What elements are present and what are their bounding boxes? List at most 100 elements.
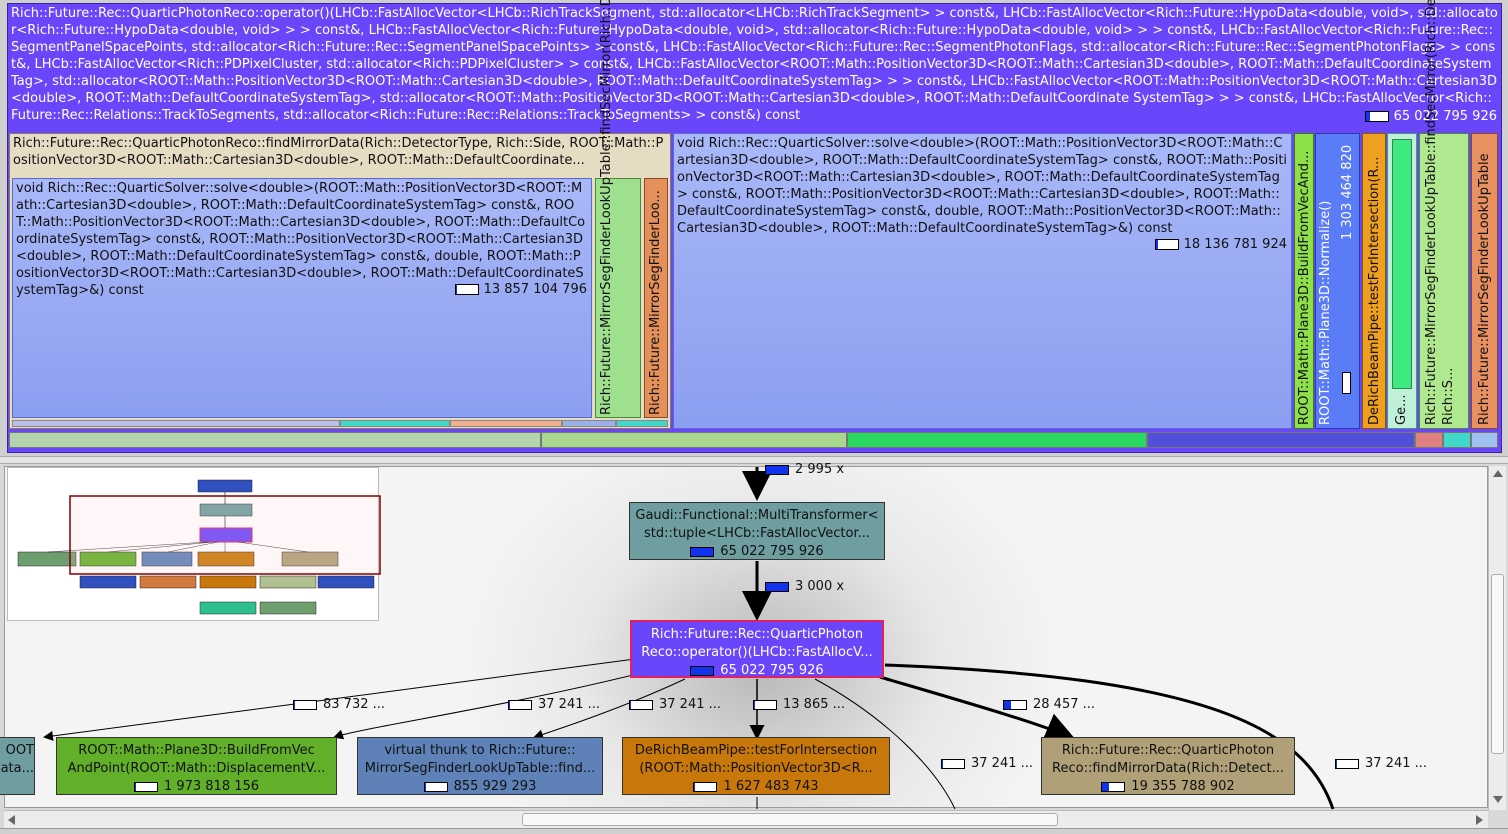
callee-node-plane-build[interactable]: ROOT::Math::Plane3D::BuildFromVec AndPoi…: [56, 737, 337, 795]
treemap-seg-finder-green2-label: Rich::Future::MirrorSegFinderLookUpTable…: [1424, 0, 1456, 425]
treemap-plane-build-label: ROOT::Math::Plane3D::BuildFromVecAnd...: [1297, 150, 1312, 425]
scroll-down-arrow-icon[interactable]: [1493, 796, 1503, 803]
edge-label: 37 241 ...: [941, 756, 1033, 771]
cost-bar-icon: [1342, 372, 1351, 394]
cost-bar-icon: [1364, 111, 1389, 122]
edge-label: 83 732 ...: [293, 697, 385, 712]
node-cost: 19 355 788 902: [1042, 778, 1294, 796]
treemap-strip: [12, 420, 340, 427]
treemap-ge-block[interactable]: Ge...: [1387, 133, 1417, 429]
node-label-line1: Rich::Future::Rec::QuarticPhoton: [1061, 743, 1275, 758]
node-label-line1: OOT: [5, 743, 34, 758]
callgraph-horizontal-scrollbar[interactable]: [4, 810, 1488, 828]
bottom-tab-bar: [0, 828, 1508, 834]
treemap-seg-finder-green-block[interactable]: Rich::Future::MirrorSegFinderLookUpTable…: [595, 0, 641, 418]
edge-bar-icon: [765, 581, 789, 592]
edge-label: 13 865 ...: [753, 697, 845, 712]
minimap-graph: [17, 479, 381, 615]
callgraph-vertical-scrollbar[interactable]: [1488, 466, 1506, 810]
edge-label: 37 241 ...: [629, 697, 721, 712]
treemap-solve-left-block[interactable]: void Rich::Rec::QuarticSolver::solve<dou…: [12, 178, 592, 418]
treemap-strip: [1443, 432, 1471, 448]
treemap-strip: [562, 420, 616, 427]
partial-node[interactable]: OOT ata...: [0, 737, 35, 795]
treemap-solve-right-label: void Rich::Rec::QuarticSolver::solve<dou…: [677, 136, 1288, 236]
node-label-line2: Reco::operator()(LHCb::FastAllocV...: [641, 645, 873, 660]
treemap-plane-normalize-block[interactable]: ROOT::Math::Plane3D::Normalize() 1 303 4…: [1315, 133, 1360, 429]
node-cost: 855 929 293: [358, 778, 602, 796]
scrollbar-thumb[interactable]: [522, 813, 1058, 826]
treemap-strip: [9, 432, 541, 448]
node-label-line2: (ROOT::Math::PositionVector3D<R...: [639, 761, 873, 776]
callee-node-beampipe[interactable]: DeRichBeamPipe::testForIntersection (ROO…: [622, 737, 890, 795]
node-cost: 1 973 818 156: [57, 778, 336, 796]
scroll-up-arrow-icon[interactable]: [1493, 470, 1503, 477]
edge-bar-icon: [508, 699, 532, 710]
edge-bar-icon: [1003, 699, 1027, 710]
main-node[interactable]: Rich::Future::Rec::QuarticPhoton Reco::o…: [630, 620, 884, 678]
callgraph-pane[interactable]: 2 995 x 3 000 x 83 732 ... 37 241 ... 37…: [0, 462, 1488, 810]
cost-bar-icon: [1154, 239, 1179, 250]
edge-5: [879, 675, 1076, 742]
edge-1: [43, 658, 636, 741]
node-label-line2: MirrorSegFinderLookUpTable::find...: [364, 761, 596, 776]
treemap-ge-label: Ge...: [1394, 394, 1409, 425]
treemap-root-cost: 65 022 795 926: [1364, 108, 1497, 125]
pane-splitter[interactable]: [0, 456, 1508, 464]
treemap-seg-finder-orange-block[interactable]: Rich::Future::MirrorSegFinderLoo...: [644, 178, 668, 418]
treemap-plane-normalize-cost: 1 303 464 820: [1340, 144, 1355, 240]
node-label-line1: Rich::Future::Rec::QuarticPhoton: [650, 627, 864, 642]
scroll-left-arrow-icon[interactable]: [8, 815, 15, 825]
edge-bar-icon: [941, 758, 965, 769]
callgraph-edges: [43, 467, 1335, 810]
node-label-line1: DeRichBeamPipe::testForIntersection: [634, 743, 878, 758]
cost-bar-icon: [454, 284, 479, 295]
edge-label: 28 457 ...: [1003, 697, 1095, 712]
treemap-strip: [616, 420, 668, 427]
treemap-strip: [450, 420, 562, 427]
treemap-ge-inner: [1392, 139, 1412, 389]
treemap-beampipe-block[interactable]: DeRichBeamPipe::testForIntersection(R...: [1362, 133, 1386, 429]
cost-bar-icon: [1101, 781, 1126, 792]
edge-7: [884, 663, 1335, 810]
edge-6: [814, 678, 956, 810]
node-cost: 65 022 795 926: [630, 543, 884, 561]
treemap-plane-normalize-label: ROOT::Math::Plane3D::Normalize(): [1318, 200, 1333, 425]
treemap-strip: [1147, 432, 1415, 448]
treemap-seg-finder-orange-label: Rich::Future::MirrorSegFinderLoo...: [648, 190, 663, 415]
edge-label-mid: 3 000 x: [765, 579, 844, 594]
callee-node-seg-finder[interactable]: virtual thunk to Rich::Future:: MirrorSe…: [357, 737, 603, 795]
scrollbar-thumb[interactable]: [1491, 574, 1504, 754]
caller-node[interactable]: Gaudi::Functional::MultiTransformer< std…: [629, 502, 885, 560]
node-label-line1: Gaudi::Functional::MultiTransformer<: [635, 508, 879, 523]
treemap-solve-left-cost: 13 857 104 796: [454, 281, 587, 298]
treemap-beampipe-label: DeRichBeamPipe::testForIntersection(R...: [1367, 156, 1382, 425]
node-label-line2: AndPoint(ROOT::Math::DisplacementV...: [67, 761, 326, 776]
edge-label: 37 241 ...: [1335, 756, 1427, 771]
treemap-seg-finder-orange2-label: Rich::Future::MirrorSegFinderLookUpTable: [1477, 153, 1492, 425]
node-cost: 1 627 483 743: [623, 778, 889, 796]
treemap-find-mirror-label: Rich::Future::Rec::QuarticPhotonReco::fi…: [13, 136, 664, 168]
treemap-solve-right-block[interactable]: void Rich::Rec::QuarticSolver::solve<dou…: [673, 133, 1292, 429]
minimap-viewport: [69, 495, 381, 575]
callee-node-find-mirror[interactable]: Rich::Future::Rec::QuarticPhoton Reco::f…: [1041, 737, 1295, 795]
treemap-strip: [1415, 432, 1443, 448]
treemap-root-label: Rich::Future::Rec::QuarticPhotonReco::op…: [11, 6, 1498, 123]
node-label-line1: virtual thunk to Rich::Future::: [384, 743, 576, 758]
treemap-seg-finder-orange2-block[interactable]: Rich::Future::MirrorSegFinderLookUpTable: [1471, 133, 1498, 429]
treemap-plane-build-block[interactable]: ROOT::Math::Plane3D::BuildFromVecAnd...: [1294, 133, 1314, 429]
callgraph-minimap[interactable]: [7, 467, 381, 621]
edge-2: [333, 671, 646, 740]
node-label-line2: std::tuple<LHCb::FastAllocVector...: [643, 526, 871, 541]
treemap-strip: [1471, 432, 1498, 448]
edge-label: 37 241 ...: [508, 697, 600, 712]
cost-bar-icon: [423, 781, 448, 792]
cost-bar-icon: [690, 546, 715, 557]
cost-bar-icon: [133, 781, 158, 792]
scroll-right-arrow-icon[interactable]: [1476, 815, 1483, 825]
treemap-seg-finder-green2-block[interactable]: Rich::Future::MirrorSegFinderLookUpTable…: [1419, 0, 1469, 429]
node-label-line2: ata...: [0, 761, 34, 776]
edge-bar-icon: [765, 464, 789, 475]
treemap-seg-finder-green-label: Rich::Future::MirrorSegFinderLookUpTable…: [599, 0, 614, 415]
treemap-solve-right-cost: 18 136 781 924: [1154, 236, 1287, 253]
